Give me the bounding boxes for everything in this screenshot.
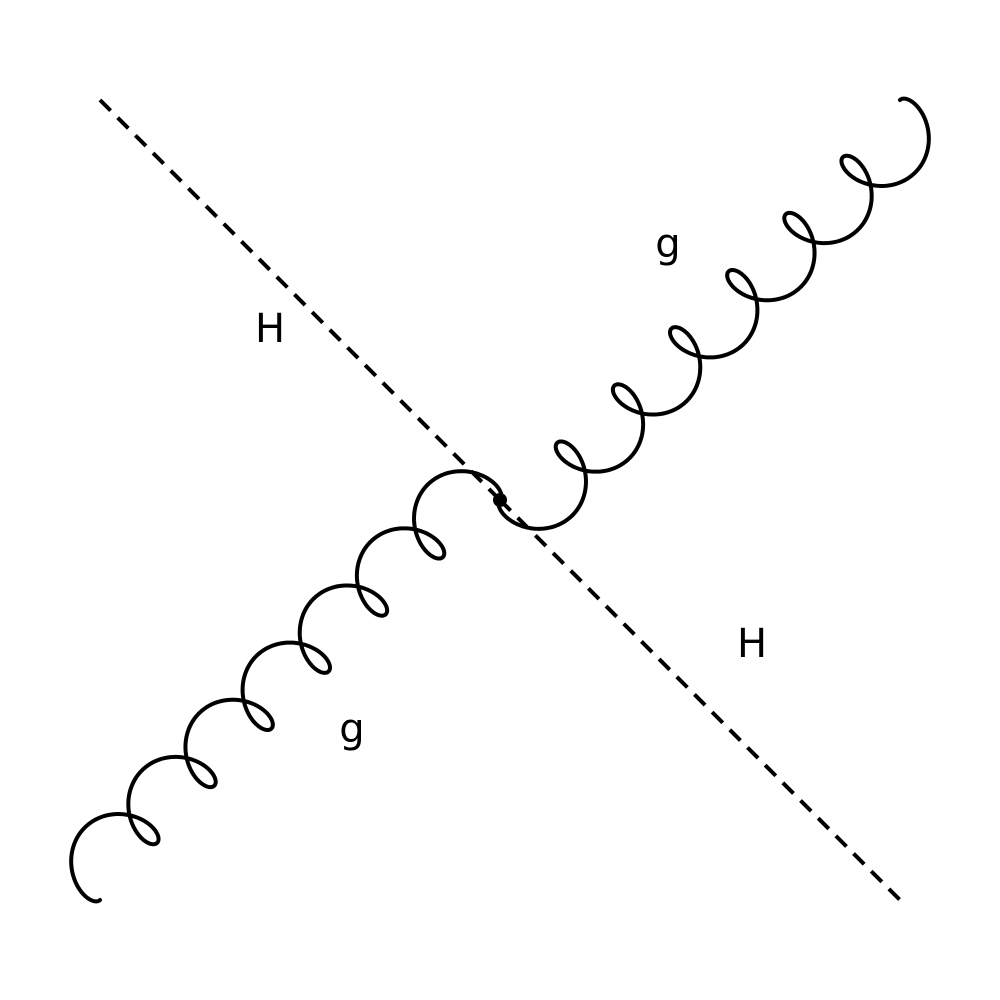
gluon-line-upper-right [496, 96, 931, 531]
higgs-line-lower-right [498, 498, 902, 902]
interaction-vertex [493, 493, 507, 507]
higgs-line-upper-left [98, 98, 502, 502]
gluon-line-lower-left [69, 469, 504, 904]
gluon-label-upper-right: g [655, 221, 680, 267]
gluon-label-lower-left: g [339, 706, 364, 752]
higgs-label-lower-right: H [737, 621, 767, 667]
higgs-label-upper-left: H [255, 306, 285, 352]
